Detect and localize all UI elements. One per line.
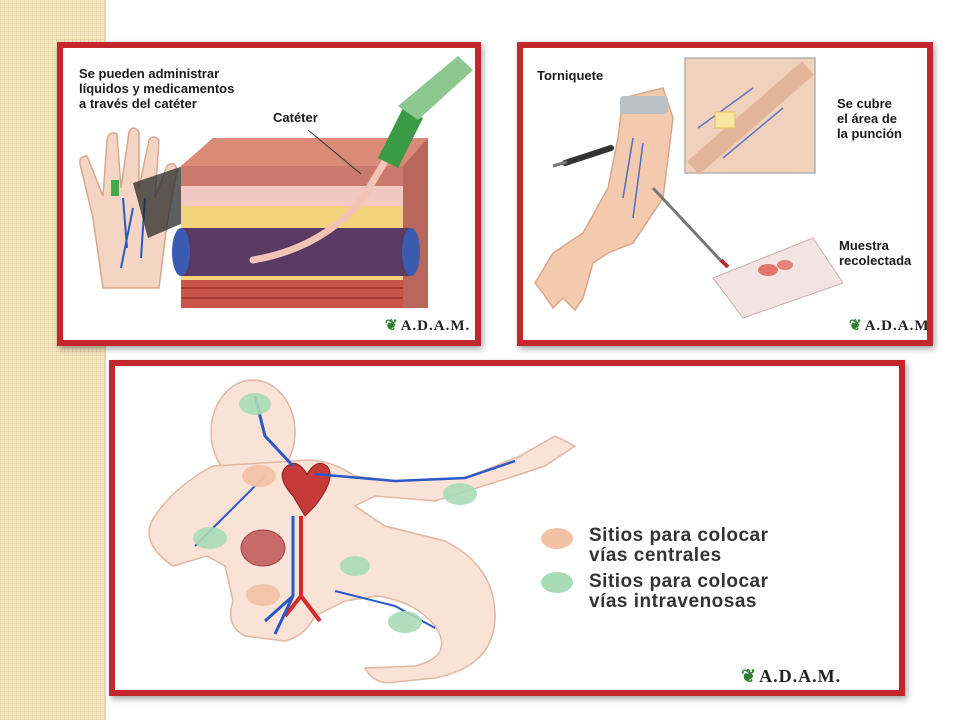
hand-illustration (79, 127, 183, 289)
central-sites-legend-text: Sitios para colocar vías centrales (589, 525, 769, 566)
catheter-illustration-panel: Se pueden administrar líquidos y medicam… (57, 42, 481, 346)
iv-sites-legend-swatch (541, 572, 573, 593)
infant-access-sites-panel: Sitios para colocar vías centrales Sitio… (109, 360, 905, 696)
adam-logo: ❦A.D.A.M. (385, 318, 471, 334)
infant-illustration (148, 379, 577, 684)
skin-tissue-block (172, 56, 473, 308)
leaf-icon: ❦ (741, 666, 758, 686)
leaf-icon: ❦ (385, 318, 399, 334)
puncture-inset (684, 57, 816, 175)
catheter-label: Catéter (273, 110, 318, 125)
tourniquet-label: Torniquete (537, 68, 604, 83)
catheter-illustration (79, 56, 473, 308)
adam-logo: ❦A.D.A.M. (741, 666, 842, 686)
leaf-icon: ❦ (849, 318, 863, 334)
infant-body (148, 379, 577, 684)
blood-draw-illustration-panel: Torniquete Se cubre el área de la punció… (517, 42, 933, 346)
catheter-caption: Se pueden administrar líquidos y medicam… (79, 66, 235, 111)
arm-illustration (534, 87, 674, 312)
puncture-label: Se cubre el área de la punción (837, 96, 902, 141)
iv-sites-legend-text: Sitios para colocar vías intravenosas (589, 571, 769, 612)
adam-logo: ❦A.D.A.M. (849, 318, 933, 334)
sample-slide (651, 186, 844, 319)
blood-draw-illustration (534, 57, 844, 319)
central-sites-legend-swatch (541, 528, 573, 549)
sample-label: Muestra recolectada (839, 238, 912, 268)
